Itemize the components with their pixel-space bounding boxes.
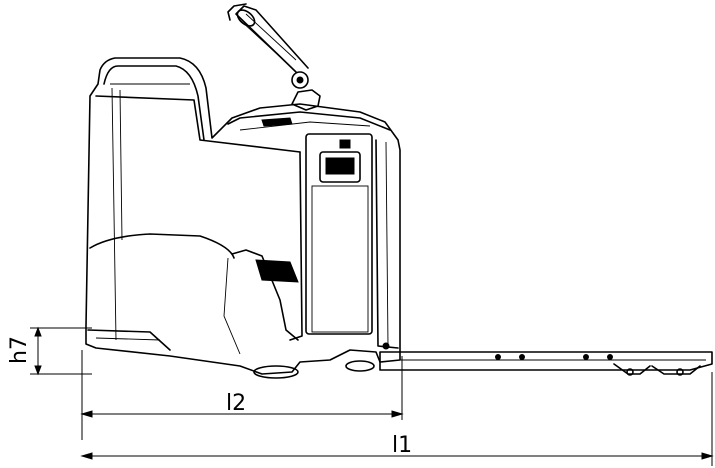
wheels xyxy=(253,360,375,379)
drive-wheel xyxy=(253,365,299,379)
battery-panel xyxy=(305,133,373,335)
dimension-l2: l2 xyxy=(80,350,404,440)
dimension-l1: l1 xyxy=(80,372,714,466)
caster-wheel xyxy=(345,360,375,372)
fork-roller xyxy=(583,354,589,360)
fork-roller xyxy=(607,354,613,360)
fork-roller xyxy=(495,354,501,360)
truck-body xyxy=(85,57,401,375)
dimension-h7: h7 xyxy=(7,326,92,376)
forks xyxy=(379,342,713,376)
h7-label: h7 xyxy=(7,336,32,364)
vent-grille xyxy=(255,259,299,283)
fork-roller xyxy=(519,354,525,360)
l1-label: l1 xyxy=(392,433,412,458)
l2-label: l2 xyxy=(226,391,246,416)
tiller-arm xyxy=(227,3,321,111)
